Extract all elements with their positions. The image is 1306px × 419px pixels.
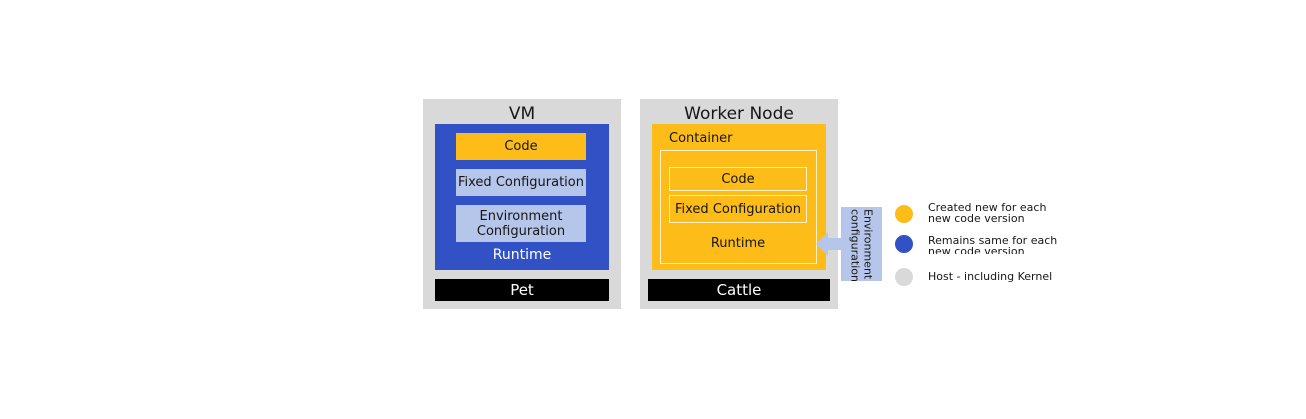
worker-fixed-config-box: Fixed Configuration xyxy=(669,195,807,223)
legend-dot-yellow xyxy=(895,205,913,223)
container-label: Container xyxy=(669,131,733,146)
worker-node-title: Worker Node xyxy=(684,104,794,124)
vm-host: VM Code Fixed Configuration Environment … xyxy=(423,99,621,309)
env-config-arrow xyxy=(816,232,842,256)
worker-code-box: Code xyxy=(669,167,807,191)
container-box: Container Code Fixed Configuration Runti… xyxy=(652,124,826,270)
legend: Created new for each new code version Re… xyxy=(895,202,1075,292)
vm-fixed-config-box: Fixed Configuration xyxy=(456,169,586,196)
legend-dot-gray xyxy=(895,268,913,286)
vm-title: VM xyxy=(508,104,536,124)
vm-env-config-box: Environment Configuration xyxy=(456,205,586,242)
legend-remains-same: Remains same for each new code version xyxy=(928,235,1058,254)
vm-runtime-label: Runtime xyxy=(492,247,552,263)
worker-runtime-label: Runtime xyxy=(710,235,766,251)
vm-footer-pet: Pet xyxy=(435,279,609,301)
env-config-external-box: Environment configuration xyxy=(841,207,882,282)
vm-runtime-box: Code Fixed Configuration Environment Con… xyxy=(435,124,609,270)
worker-node-host: Worker Node Container Code Fixed Configu… xyxy=(640,99,838,309)
env-config-external-label: Environment configuration xyxy=(848,209,875,282)
legend-created-new: Created new for each new code version xyxy=(928,201,1047,225)
legend-host-kernel: Host - including Kernel xyxy=(928,270,1053,283)
container-inner-outline: Code Fixed Configuration Runtime xyxy=(660,150,817,264)
worker-footer-cattle: Cattle xyxy=(648,279,830,301)
legend-dot-blue xyxy=(895,235,913,253)
vm-code-box: Code xyxy=(456,133,586,160)
